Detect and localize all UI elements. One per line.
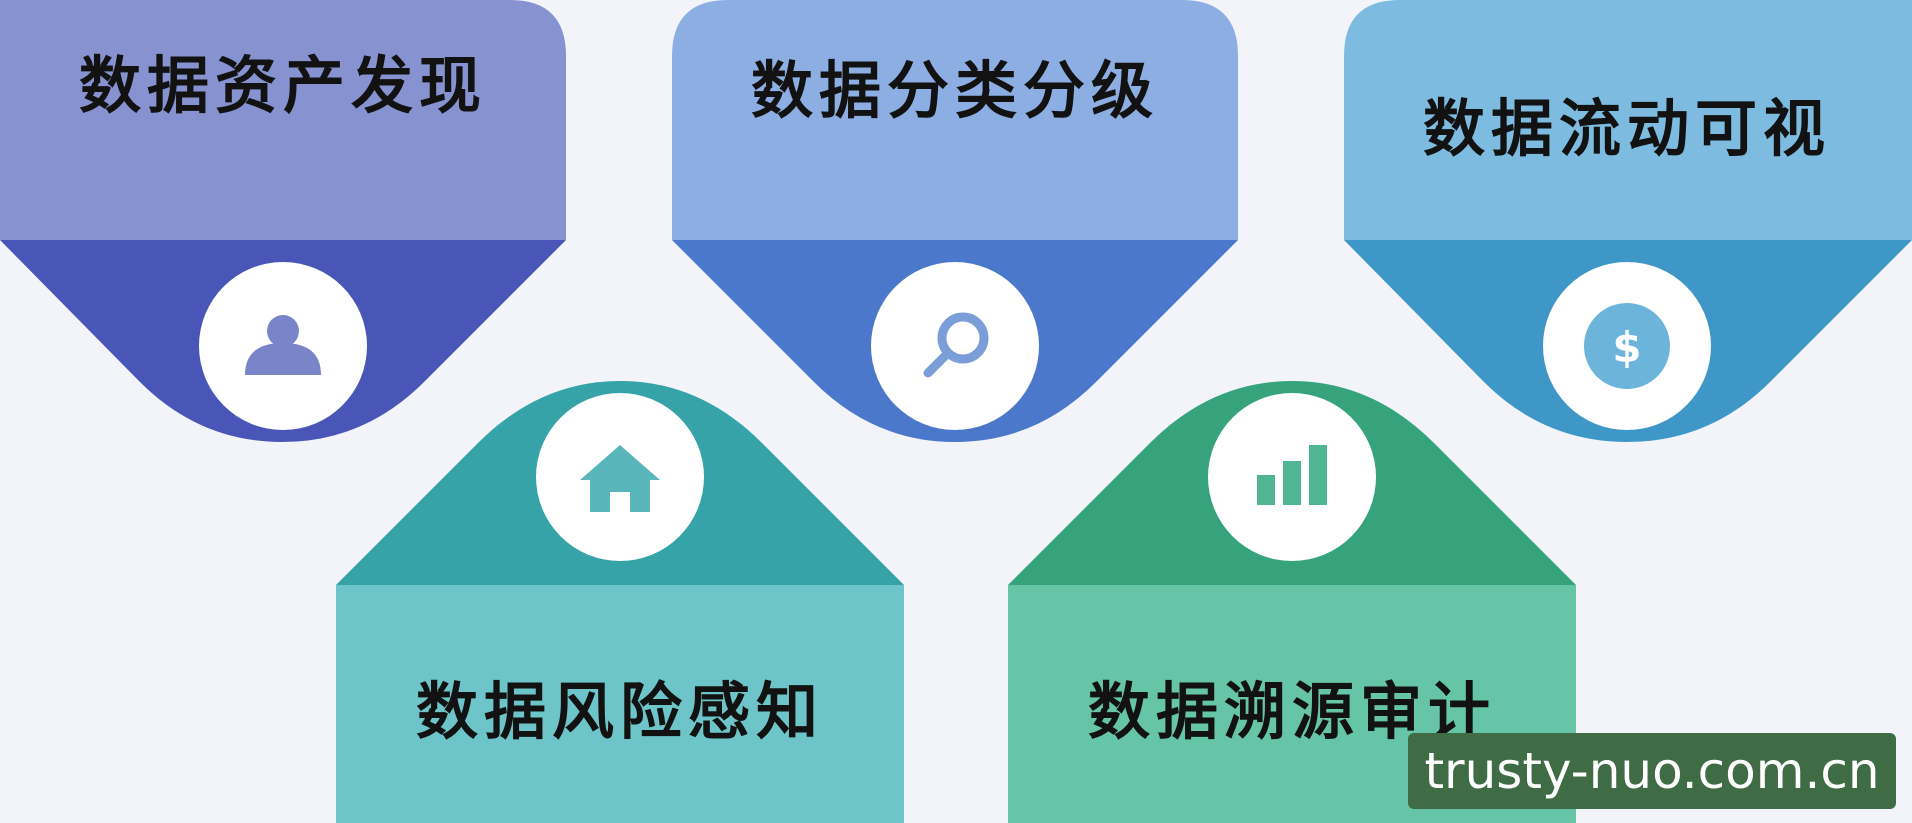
- card-label: 数据分类分级: [751, 54, 1159, 127]
- card-data-asset-discovery: 数据资产发现: [0, 0, 566, 442]
- card-label: 数据资产发现: [79, 49, 487, 122]
- icon-badge: [871, 262, 1039, 430]
- card-data-risk-perception: 数据风险感知: [336, 381, 904, 823]
- card-top-panel: [0, 0, 566, 240]
- card-label: 数据流动可视: [1423, 92, 1831, 165]
- watermark-label: trusty-nuo.com.cn: [1408, 733, 1896, 809]
- card-data-flow-visualization: $ 数据流动可视: [1344, 0, 1912, 442]
- dollar-glyph: $: [1612, 323, 1641, 372]
- house-icon: [580, 445, 660, 512]
- dollar-icon: [1584, 303, 1670, 389]
- card-top-panel: [336, 585, 904, 823]
- card-top-panel: [1344, 0, 1912, 240]
- search-icon: [923, 312, 989, 378]
- card-label: 数据风险感知: [416, 675, 824, 748]
- user-icon: [245, 315, 321, 375]
- card-data-classification: 数据分类分级: [672, 0, 1238, 442]
- card-top-panel: [672, 0, 1238, 240]
- bar-chart-icon: [1257, 445, 1327, 505]
